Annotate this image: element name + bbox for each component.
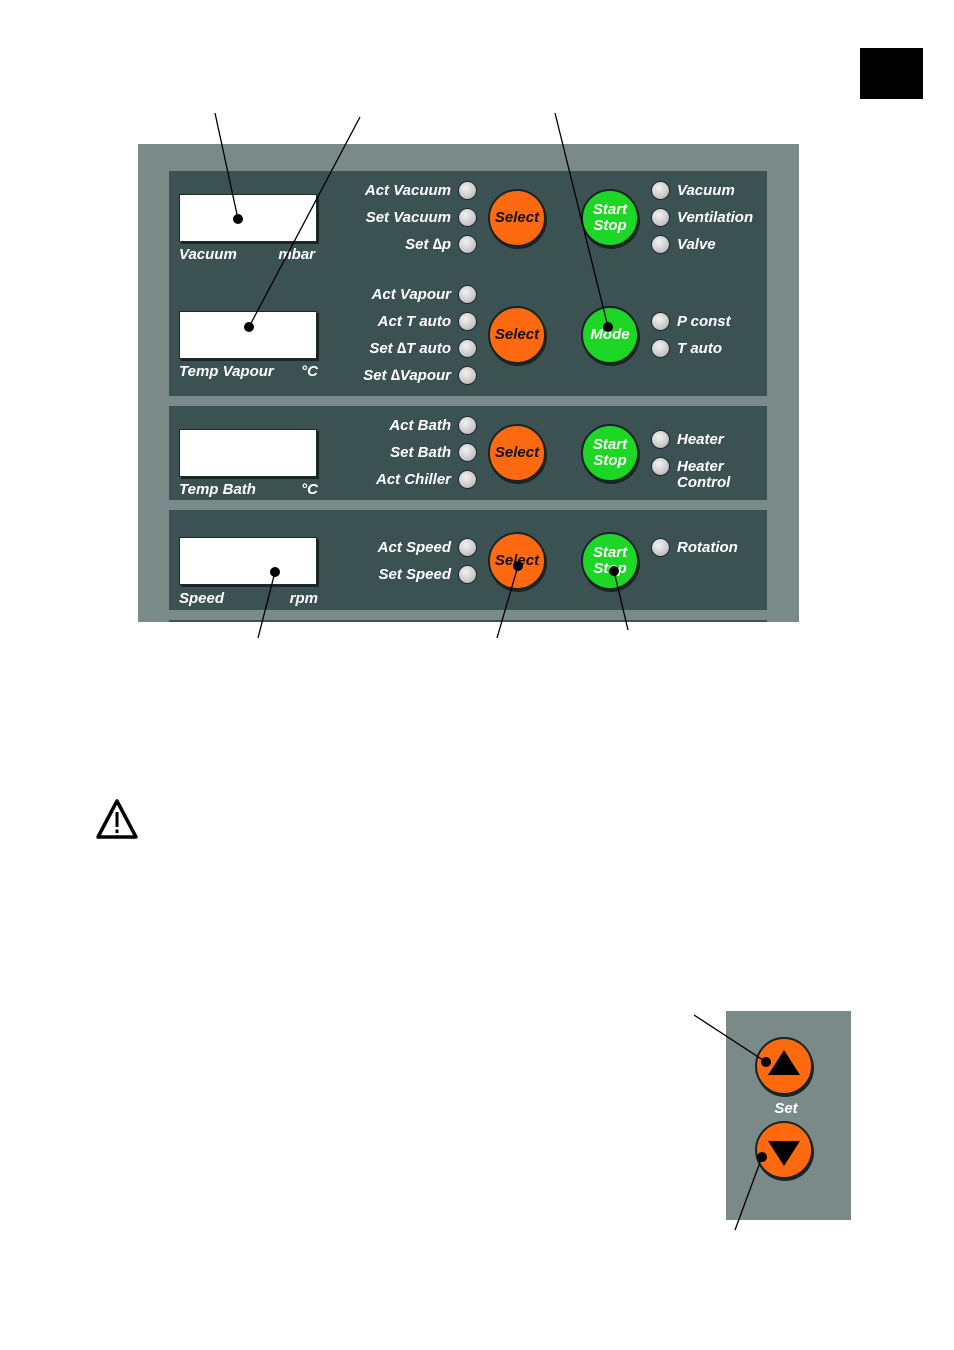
- bath-select-button[interactable]: Select: [488, 424, 546, 482]
- led-act-chiller: [458, 470, 477, 489]
- led-set-bath: [458, 443, 477, 462]
- led-set-speed: [458, 565, 477, 584]
- set-down-button[interactable]: [755, 1121, 813, 1179]
- led-label-t-auto: T auto: [677, 340, 722, 357]
- led-label-valve: Valve: [677, 236, 716, 253]
- vacuum-select-button[interactable]: Select: [488, 189, 546, 247]
- led-label-set-delta-vapour: Set ∆Vapour: [363, 367, 451, 384]
- bath-start-stop-button[interactable]: Start Stop: [581, 424, 639, 482]
- led-ventilation: [651, 208, 670, 227]
- led-label-act-t-auto: Act T auto: [377, 313, 451, 330]
- vacuum-display-label: Vacuum: [179, 246, 237, 263]
- triangle-down-icon: [768, 1141, 800, 1166]
- bath-start-label: Start: [592, 436, 628, 453]
- led-set-delta-p: [458, 235, 477, 254]
- led-label-act-speed: Act Speed: [377, 539, 451, 556]
- set-panel: Set: [726, 1011, 851, 1220]
- vacuum-start-stop-button[interactable]: Start Stop: [581, 189, 639, 247]
- vacuum-stop-label: Stop: [593, 217, 627, 234]
- led-act-vacuum: [458, 181, 477, 200]
- led-label-act-vacuum: Act Vacuum: [364, 182, 451, 199]
- led-heater-control: [651, 457, 670, 476]
- led-label-set-delta-p: Set ∆p: [405, 236, 451, 253]
- rotation-start-label: Start: [592, 544, 628, 561]
- page-corner-tab: [860, 48, 923, 99]
- vacuum-display: [179, 194, 317, 242]
- vapour-select-button[interactable]: Select: [488, 306, 546, 364]
- led-p-const: [651, 312, 670, 331]
- bath-display: [179, 429, 317, 477]
- vapour-display: [179, 311, 317, 359]
- rotation-stop-label: Stop: [593, 560, 627, 577]
- led-act-t-auto: [458, 312, 477, 331]
- led-label-p-const: P const: [677, 313, 731, 330]
- triangle-up-icon: [768, 1050, 800, 1075]
- led-label-act-bath: Act Bath: [389, 417, 451, 434]
- vacuum-select-label: Select: [494, 209, 540, 226]
- led-act-vapour: [458, 285, 477, 304]
- led-label-set-speed: Set Speed: [378, 566, 451, 583]
- bath-section: Temp Bath °C Act Bath Set Bath Act Chill…: [169, 406, 767, 500]
- led-act-speed: [458, 538, 477, 557]
- mode-button[interactable]: Mode: [581, 306, 639, 364]
- led-valve: [651, 235, 670, 254]
- speed-select-label: Select: [494, 552, 540, 569]
- bath-display-unit: °C: [301, 481, 318, 498]
- led-label-ventilation: Ventilation: [677, 209, 754, 226]
- led-label-set-delta-t-auto: Set ∆T auto: [369, 340, 451, 357]
- vapour-select-label: Select: [494, 326, 540, 343]
- led-label-act-chiller: Act Chiller: [375, 471, 451, 488]
- speed-section: Speed rpm Act Speed Set Speed Select Sta…: [169, 510, 767, 610]
- vacuum-vapour-section: Vacuum mbar Act Vacuum Set Vacuum Set ∆p…: [169, 171, 767, 396]
- led-label-set-bath: Set Bath: [390, 444, 451, 461]
- mode-label: Mode: [590, 326, 630, 343]
- vacuum-display-unit: mbar: [278, 246, 315, 263]
- led-label-act-vapour: Act Vapour: [371, 286, 451, 303]
- led-heater: [651, 430, 670, 449]
- led-set-delta-t-auto: [458, 339, 477, 358]
- led-vacuum: [651, 181, 670, 200]
- speed-display-unit: rpm: [289, 590, 318, 607]
- led-act-bath: [458, 416, 477, 435]
- led-label-heater: Heater: [677, 431, 724, 448]
- control-panel: Vacuum mbar Act Vacuum Set Vacuum Set ∆p…: [138, 144, 799, 622]
- led-label-vacuum: Vacuum: [677, 182, 735, 199]
- led-set-vacuum: [458, 208, 477, 227]
- rotation-start-stop-button[interactable]: Start Stop: [581, 532, 639, 590]
- vacuum-start-label: Start: [592, 201, 628, 218]
- led-t-auto: [651, 339, 670, 358]
- set-up-button[interactable]: [755, 1037, 813, 1095]
- set-label: Set: [774, 1100, 798, 1117]
- bath-stop-label: Stop: [593, 452, 627, 469]
- bath-display-label: Temp Bath: [179, 481, 256, 498]
- led-label-rotation: Rotation: [677, 539, 738, 556]
- bath-select-label: Select: [494, 444, 540, 461]
- warning-triangle-icon: [96, 799, 138, 839]
- led-label-set-vacuum: Set Vacuum: [365, 209, 451, 226]
- vapour-display-label: Temp Vapour: [179, 363, 274, 380]
- vapour-display-unit: °C: [301, 363, 318, 380]
- speed-select-button[interactable]: Select: [488, 532, 546, 590]
- panel-bottom-strip: [169, 620, 767, 622]
- led-set-delta-vapour: [458, 366, 477, 385]
- speed-display: [179, 537, 317, 585]
- speed-display-label: Speed: [179, 590, 225, 607]
- led-rotation: [651, 538, 670, 557]
- led-label-heater-control: Heater Control: [677, 458, 731, 491]
